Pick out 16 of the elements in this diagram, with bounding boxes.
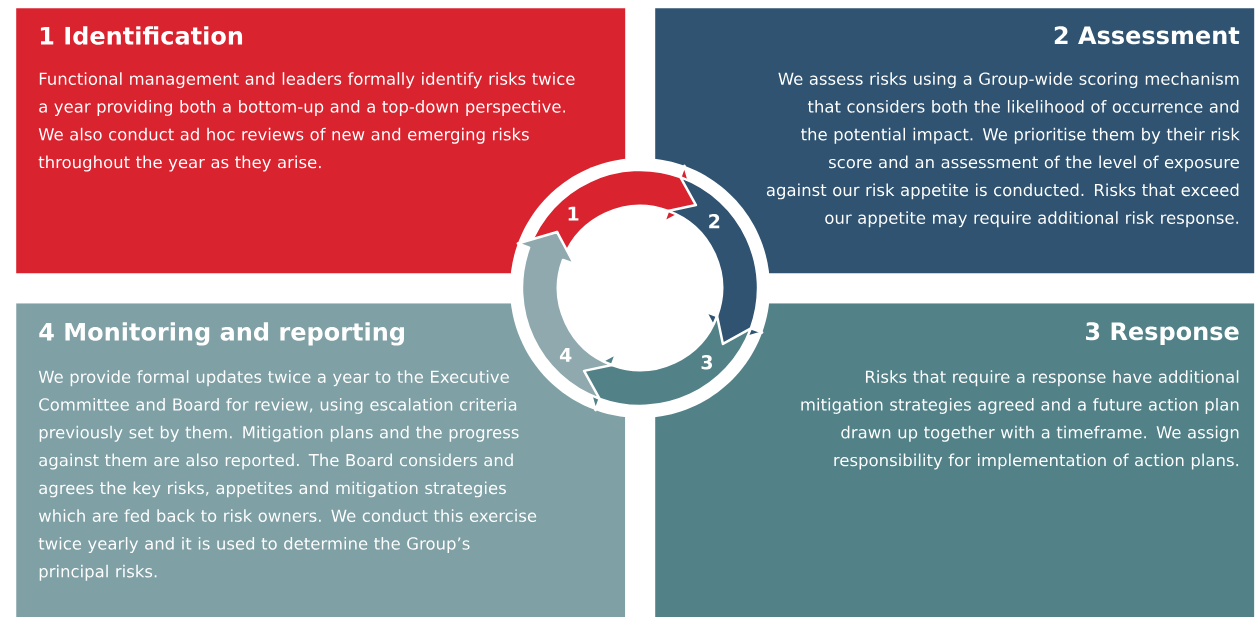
step-number: 2 [709,214,720,229]
panel-heading: 4 Monitoring and reporting [39,322,404,346]
info-panel [16,303,626,617]
panel-heading: 2 Assessment [1054,26,1240,45]
info-panel [16,8,626,274]
panel-text: We assess risks using a Group-wide scoring mechanism that considers both the likelihood of occurrence and the potential impact. We prioritise them by their risk score and an assessment of the level of exposure against our risk appetite is conducted. Risks that exceed our appetite may require additional risk response. [766,72,1240,228]
info-panel [655,8,1255,274]
panel-text: We provide formal updates twice a year to the Executive Committee and Board for review, using escalation criteria previously set by them. Mitigation plans and the progress against them are also reported. The Board considers and agrees the key risks, appetites and mitigation strategies which are fed back to risk owners. We conduct this exercise twice yearly and it is used to determine the Group’s principal risks. [38,370,537,581]
info-panel [655,303,1255,617]
panel-heading: 1 Identification [40,26,243,45]
step-number: 4 [559,347,572,362]
panel-text: Risks that require a response have additional mitigation strategies agreed and a future action plan drawn up together with a timeframe. We assign responsibility for implementation of action plans. [801,370,1239,470]
panel-text: Functional management and leaders formally identify risks twice a year providing both a bottom-up and a top-down perspective. We also conduct ad hoc reviews of new and emerging risks throughout the year as they arise. [38,72,575,172]
step-number: 1 [568,206,579,221]
step-number: 3 [701,355,712,370]
panel-heading: 3 Response [1086,322,1239,345]
